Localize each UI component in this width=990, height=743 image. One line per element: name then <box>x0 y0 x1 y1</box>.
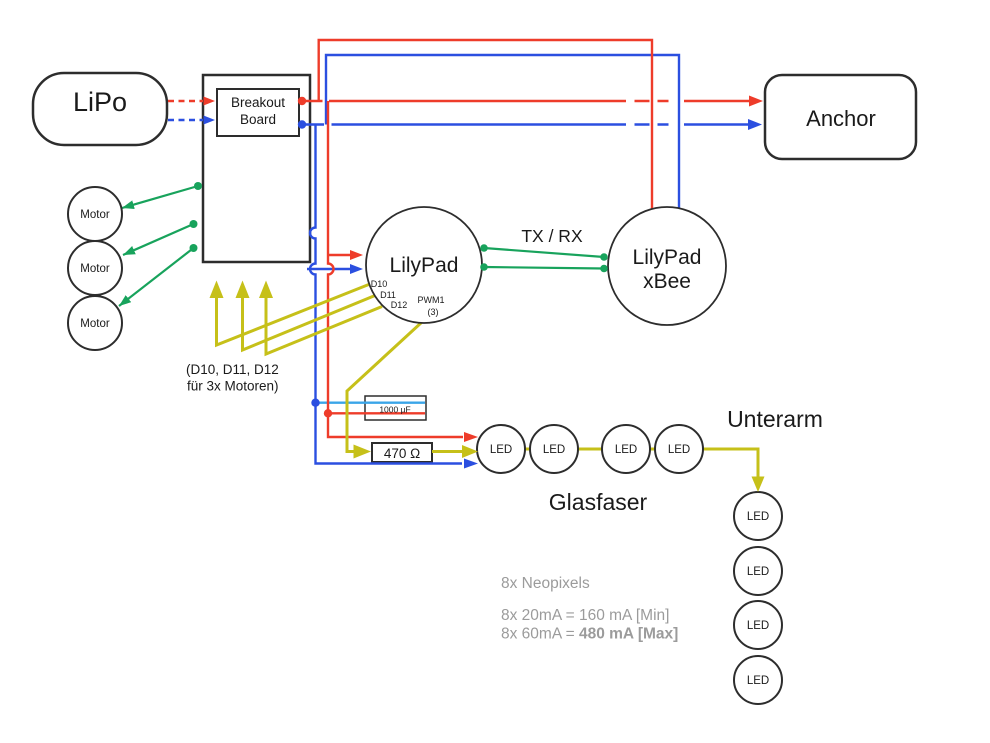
led-col-3 <box>733 600 783 650</box>
led-label: LED <box>747 566 769 578</box>
resistor-label: 470 Ω <box>384 446 420 461</box>
led-row-2 <box>529 424 579 474</box>
motor3-label: Motor <box>80 318 110 330</box>
lipo-label: LiPo <box>73 87 127 117</box>
green-junction-dot <box>189 220 198 228</box>
green-wires <box>118 184 605 307</box>
wire-yellow-pwm-resistor <box>345 320 424 453</box>
lipo-node <box>31 71 169 147</box>
pin-pwm1-label: PWM1 <box>418 295 445 305</box>
wire-green-motor2 <box>122 222 194 257</box>
blue-junction-dot <box>297 120 307 129</box>
red-wires <box>168 38 750 439</box>
yellow-terminals <box>209 280 765 492</box>
xbee-label-line2: xBee <box>643 270 691 293</box>
led-col-2 <box>733 546 783 596</box>
current-max-prefix: 8x 60mA = <box>501 626 579 643</box>
led-label: LED <box>615 444 637 456</box>
blue-arrowhead-icon <box>350 264 363 274</box>
wire-yellow-d12 <box>264 297 383 357</box>
red-junction-dot <box>297 96 307 106</box>
green-terminals <box>189 182 608 273</box>
wire-green-motor1 <box>121 184 199 210</box>
blue-arrowhead-icon <box>464 458 478 469</box>
xbee-node <box>607 206 727 326</box>
current-min-note: 8x 20mA = 160 mA [Min] <box>501 607 669 624</box>
red-arrowhead-icon <box>464 432 478 442</box>
current-max-bold: 480 mA [Max] <box>579 626 678 643</box>
motor3-node <box>67 295 123 351</box>
breakout-label-line1: Breakout <box>231 95 285 110</box>
led-col-4 <box>733 655 783 705</box>
blue-arrowhead-icon <box>203 115 215 125</box>
neopixels-note: 8x Neopixels <box>501 575 590 592</box>
led-label: LED <box>747 511 769 523</box>
yellow-arrowhead-icon <box>235 280 250 298</box>
component-circles <box>67 186 783 705</box>
motor2-label: Motor <box>80 263 110 275</box>
wire-green-tx <box>483 246 605 259</box>
breakout-label-line2: Board <box>240 112 276 127</box>
yellow-arrowhead-icon <box>462 445 478 458</box>
led-label: LED <box>543 444 565 456</box>
green-junction-dot <box>480 263 488 271</box>
capacitor-label: 1000 µF <box>379 405 410 415</box>
motor1-label: Motor <box>80 209 110 221</box>
led-row-4 <box>654 424 704 474</box>
yellow-arrowhead-icon <box>259 280 273 298</box>
motor-note-line2: für 3x Motoren) <box>187 379 279 394</box>
breakout-board-node <box>216 88 300 137</box>
pin-d11-label: D11 <box>380 290 396 300</box>
green-junction-dot <box>600 264 608 273</box>
led-label: LED <box>490 444 512 456</box>
wire-green-motor3 <box>118 247 195 307</box>
yellow-arrowhead-icon <box>209 280 224 298</box>
led-label: LED <box>747 620 769 632</box>
xbee-label-line1: LilyPad <box>633 246 702 269</box>
red-arrowhead-icon <box>350 250 363 260</box>
labels: LiPo Breakout Board Anchor LilyPad D10 D… <box>73 87 876 687</box>
wire-yellow-d11 <box>241 294 376 353</box>
red-arrowhead-icon <box>749 95 763 107</box>
pin-d10-label: D10 <box>371 279 388 289</box>
yellow-arrowhead-icon <box>751 476 765 492</box>
wire-red-power-rail <box>326 101 463 439</box>
anchor-label: Anchor <box>806 106 876 131</box>
red-terminals <box>203 95 763 442</box>
led-row-3 <box>601 424 651 474</box>
wire-blue-gnd-rail <box>308 124 462 465</box>
glasfaser-label: Glasfaser <box>549 489 648 515</box>
green-junction-dot <box>194 182 202 190</box>
red-arrowhead-icon <box>203 96 215 106</box>
wire-green-rx <box>483 265 605 270</box>
blue-arrowhead-icon <box>748 119 762 130</box>
yellow-arrowhead-icon <box>353 444 371 459</box>
blue-wires <box>168 53 748 465</box>
green-junction-dot <box>480 244 488 252</box>
lilypad-label: LilyPad <box>390 254 459 277</box>
current-max-note: 8x 60mA = 480 mA [Max] <box>501 626 678 643</box>
pin-d12-label: D12 <box>391 300 408 310</box>
blue-terminals <box>203 115 762 469</box>
wire-blue-to-xbee <box>324 53 681 210</box>
wire-red-to-xbee <box>317 38 654 210</box>
motor-note-line1: (D10, D11, D12 <box>186 362 279 377</box>
unterarm-label: Unterarm <box>727 406 823 432</box>
led-row-1 <box>476 424 526 474</box>
pin-pwm1-count-label: (3) <box>428 307 439 317</box>
green-junction-dot <box>600 253 608 261</box>
wire-yellow-d10 <box>215 282 371 348</box>
txrx-label: TX / RX <box>521 226 583 246</box>
led-label: LED <box>668 444 690 456</box>
green-junction-dot <box>189 244 198 252</box>
led-label: LED <box>747 675 769 687</box>
capacitor-node <box>364 395 427 421</box>
blue-junction-dot <box>311 398 320 407</box>
wire-yellow-to-arm-leds <box>703 447 760 477</box>
anchor-node <box>763 73 918 161</box>
red-junction-dot <box>323 409 333 418</box>
component-boxes <box>31 71 918 463</box>
